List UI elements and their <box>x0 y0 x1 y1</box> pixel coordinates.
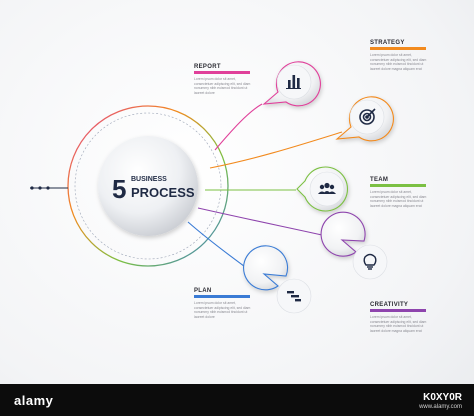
step-plan: PLAN Lorem ipsum dolor sit amet, consect… <box>194 288 256 319</box>
connector-dot-1 <box>30 186 34 190</box>
pod-creativity-pin <box>320 211 366 257</box>
step-report-body: Lorem ipsum dolor sit amet, consectetuer… <box>194 77 251 95</box>
footer-bar <box>0 384 474 416</box>
pod-plan-pin <box>243 245 289 291</box>
pod-report[interactable] <box>262 61 321 107</box>
step-team-bar <box>370 184 426 187</box>
pod-creativity-face <box>352 244 388 280</box>
step-creativity-title: CREATIVITY <box>370 302 409 308</box>
footer-image-id: K0XY0R <box>423 392 462 403</box>
connector-dot-3 <box>46 186 50 190</box>
bar-chart-icon <box>286 75 301 89</box>
footer-brand-logo: alamy <box>14 393 54 408</box>
link-report <box>214 103 263 151</box>
team-icon <box>318 182 336 194</box>
link-strategy <box>209 131 343 169</box>
step-team-body: Lorem ipsum dolor sit amet, consectetuer… <box>370 190 427 208</box>
step-creativity-body: Lorem ipsum dolor sit amet, consectetuer… <box>370 315 427 333</box>
step-creativity-bar <box>370 309 426 312</box>
step-plan-body: Lorem ipsum dolor sit amet, consectetuer… <box>194 301 251 319</box>
outer-ring <box>67 105 229 267</box>
step-report-title: REPORT <box>194 64 221 70</box>
center-number: 5 <box>112 174 126 204</box>
connector-dot-2 <box>38 186 42 190</box>
pod-team[interactable] <box>296 166 349 212</box>
step-strategy-title: STRATEGY <box>370 40 405 46</box>
step-creativity: CREATIVITY Lorem ipsum dolor sit amet, c… <box>370 302 432 333</box>
center-line2: PROCESS <box>131 185 195 200</box>
step-report-bar <box>194 71 250 74</box>
pod-plan[interactable] <box>243 245 312 314</box>
center-ball <box>98 136 198 236</box>
step-plan-bar <box>194 295 250 298</box>
inner-dashed-ring <box>74 112 222 260</box>
footer-url: www.alamy.com <box>419 404 462 410</box>
pod-strategy[interactable] <box>335 96 394 142</box>
pod-creativity[interactable] <box>320 211 388 280</box>
step-report: REPORT Lorem ipsum dolor sit amet, conse… <box>194 64 256 95</box>
pod-team-face <box>309 171 345 207</box>
step-strategy-bar <box>370 47 426 50</box>
gantt-icon <box>287 291 301 302</box>
step-strategy: STRATEGY Lorem ipsum dolor sit amet, con… <box>370 40 432 71</box>
step-team: TEAM Lorem ipsum dolor sit amet, consect… <box>370 177 432 208</box>
step-team-title: TEAM <box>370 177 389 183</box>
lightbulb-icon <box>363 253 377 270</box>
step-strategy-body: Lorem ipsum dolor sit amet, consectetuer… <box>370 53 427 71</box>
center-line1: BUSINESS <box>131 176 167 183</box>
target-icon <box>359 108 376 125</box>
step-plan-title: PLAN <box>194 288 212 294</box>
